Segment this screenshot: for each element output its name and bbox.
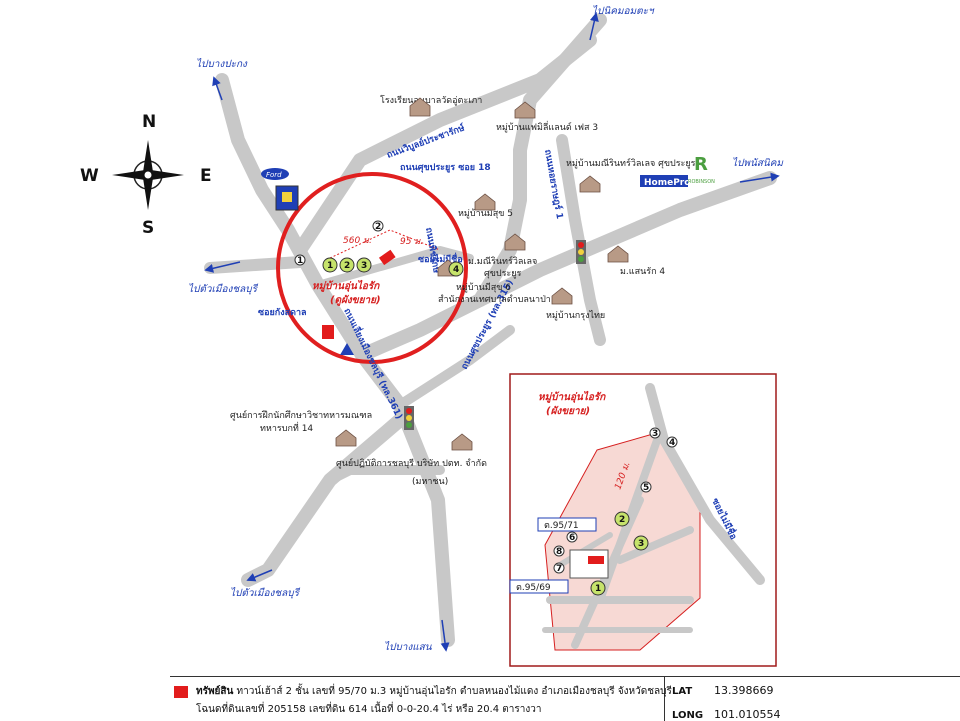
direction-nikhom: ไปนิคมอมตะฯ xyxy=(592,5,655,17)
place-mani-rin-short-2: ศุขประยูร xyxy=(484,269,522,279)
compass-east: E xyxy=(200,166,212,186)
ford-logo xyxy=(261,168,289,180)
inset-lot-b-box xyxy=(509,579,569,594)
ford-text: Ford xyxy=(266,171,282,179)
road-muang-chonburi-361: ถนนเลี่ยงเมืองชลบุรี (ทล.361) xyxy=(341,306,406,421)
svg-text:8: 8 xyxy=(556,547,562,557)
traffic-light-icon xyxy=(404,240,586,430)
svg-text:3: 3 xyxy=(652,429,658,439)
place-school: โรงเรียนอนุบาลวัดอู่ตะเภา xyxy=(380,95,482,106)
compass-south: S xyxy=(142,218,154,238)
inset-markers: 2 3 1 3 4 5 6 7 8 xyxy=(553,427,678,596)
shell-icon xyxy=(322,325,334,339)
direction-phanat-nikhom: ไปพนัสนิคม xyxy=(732,157,784,169)
property-info-box xyxy=(170,676,665,721)
place-training-1: ศูนย์การฝึกนักศึกษาวิชาทหารมณฑล xyxy=(230,409,372,421)
inset-title: หมู่บ้านอุ่นไอรัก xyxy=(538,390,606,403)
svg-text:2: 2 xyxy=(344,261,350,271)
inset-subject-marker xyxy=(588,556,604,564)
inset-subtitle: (ผังขยาย) xyxy=(546,405,590,417)
distance-560: 560 ม. xyxy=(343,236,372,246)
place-municipal: สำนักงานเทศบาลตำบลนาป่า xyxy=(438,294,551,305)
long-label: LONG xyxy=(672,710,704,721)
place-krungthai: หมู่บ้านกรุงไทย xyxy=(546,310,605,321)
main-markers: 1 2 3 4 1 2 xyxy=(294,220,464,277)
direction-bang-pakong: ไปบางปะกง xyxy=(196,58,248,70)
property-info: ทรัพย์สิน ทาวน์เฮ้าส์ 2 ชั้น เลขที่ 95/7… xyxy=(170,676,960,721)
robinson-logo: R xyxy=(694,154,708,175)
bank-icon-inner xyxy=(282,192,292,202)
place-mee-suk6: หมู่บ้านมีสุข 6 xyxy=(456,282,511,293)
svg-text:6: 6 xyxy=(569,533,575,543)
lat-value: 13.398669 xyxy=(714,684,774,697)
temple-icon xyxy=(340,343,354,355)
inset-lot-a: ต.95/71 xyxy=(544,521,579,531)
svg-text:3: 3 xyxy=(638,539,644,549)
svg-text:1: 1 xyxy=(327,261,333,271)
place-ptt-2: (มหาชน) xyxy=(412,477,448,487)
compass-rose xyxy=(112,140,184,210)
svg-text:5: 5 xyxy=(643,483,649,493)
robinson-text: ROBINSON xyxy=(688,179,715,185)
homepro-text: HomePro xyxy=(644,178,690,188)
place-ptt-1: ศูนย์ปฏิบัติการชลบุรี บริษัท ปตท. จำกัด xyxy=(336,457,487,469)
inset-lot-b: ต.95/69 xyxy=(516,583,551,593)
compass-west: W xyxy=(80,166,99,186)
place-sansaen: ม.แสนรัก 4 xyxy=(620,267,665,277)
distance-95: 95 ม. xyxy=(400,237,423,247)
place-family-land: หมู่บ้านแฟมิลี่แลนด์ เฟส 3 xyxy=(496,120,598,133)
homepro-logo xyxy=(640,175,688,187)
svg-text:1: 1 xyxy=(297,256,303,266)
lat-label: LAT xyxy=(672,686,693,697)
direction-arrows xyxy=(204,12,780,652)
road-soi-unnamed: ซอยไม่มีชื่อ xyxy=(418,252,463,265)
direction-chonburi-west: ไปตัวเมืองชลบุรี xyxy=(188,283,259,295)
svg-text:4: 4 xyxy=(453,265,459,275)
place-training-2: ทหารบกที่ 14 xyxy=(260,421,313,434)
svg-text:4: 4 xyxy=(669,438,675,448)
long-value: 101.010554 xyxy=(714,708,781,721)
svg-text:2: 2 xyxy=(375,222,381,232)
place-mani-rin: หมู่บ้านมณีรินทร์วิลเลจ ศุขประยูร xyxy=(566,157,696,169)
road-sukprayoon-soi18: ถนนศุขประยูร ซอย 18 xyxy=(400,162,491,173)
property-line-2: โฉนดที่ดินเลขที่ 205158 เลขที่ดิน 614 เน… xyxy=(196,704,542,715)
place-mani-rin-short-1: ม.มณีรินทร์วิลเลจ xyxy=(468,255,537,267)
property-label: ทรัพย์สิน xyxy=(196,686,234,697)
svg-text:1: 1 xyxy=(595,584,601,594)
svg-text:3: 3 xyxy=(361,261,367,271)
svg-text:2: 2 xyxy=(619,515,625,525)
direction-bang-saen: ไปบางแสน xyxy=(384,641,433,653)
coordinates-box: LAT 13.398669 LONG 101.010554 xyxy=(664,676,960,721)
subject-note: (ดูผังขยาย) xyxy=(330,294,381,306)
place-mee-suk5: หมู่บ้านมีสุข 5 xyxy=(458,208,513,219)
house-icons xyxy=(335,97,629,451)
road-soi-kong-sawan: ซอยกังสดาล xyxy=(258,307,307,318)
subject-name: หมู่บ้านอุ่นไอรัก xyxy=(312,279,380,292)
compass-north: N xyxy=(142,112,156,132)
property-line-1: ทาวน์เฮ้าส์ 2 ชั้น เลขที่ 95/70 ม.3 หมู่… xyxy=(236,686,672,697)
road-network xyxy=(204,13,777,647)
subject-area-circle xyxy=(276,172,468,364)
property-legend-swatch xyxy=(174,686,188,698)
direction-chonburi-southwest: ไปตัวเมืองชลบุรี xyxy=(230,587,301,599)
svg-text:7: 7 xyxy=(556,564,562,574)
inset-lot-a-box xyxy=(537,517,597,532)
subject-marker xyxy=(378,249,396,266)
